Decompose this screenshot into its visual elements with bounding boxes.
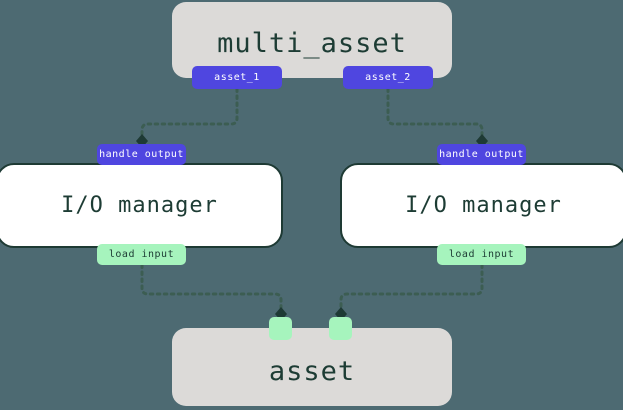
input-handle-handle-output-left[interactable]: handle output [97,144,186,165]
node-io-manager-right-label: I/O manager [405,193,562,218]
input-handle-handle-output-right-label: handle output [439,149,524,160]
input-handle-handle-output-right[interactable]: handle output [437,144,526,165]
output-handle-load-input-left-label: load input [108,249,175,260]
node-asset[interactable]: asset [172,328,452,406]
edge-asset2-to-handle-output-right [386,87,484,142]
node-io-manager-right[interactable]: I/O manager [340,163,623,248]
output-handle-asset-2-label: asset_2 [365,72,411,83]
input-handle-handle-output-left-label: handle output [99,149,184,160]
output-handle-asset-1[interactable]: asset_1 [192,66,282,89]
edge-load-input-left-to-asset [140,263,283,315]
node-asset-label: asset [268,356,356,387]
output-handle-load-input-right-label: load input [448,249,515,260]
node-multi-asset-label: multi_asset [217,28,407,59]
output-handle-asset-1-label: asset_1 [214,72,260,83]
input-handle-asset-1[interactable] [269,317,292,340]
output-handle-load-input-left[interactable]: load input [97,244,186,265]
node-io-manager-left-label: I/O manager [61,193,218,218]
edge-asset1-to-handle-output-left [140,87,239,142]
input-handle-asset-2[interactable] [329,317,352,340]
edge-load-input-right-to-asset [339,263,484,315]
node-io-manager-left[interactable]: I/O manager [0,163,283,248]
output-handle-load-input-right[interactable]: load input [437,244,526,265]
node-multi-asset[interactable]: multi_asset [172,2,452,78]
output-handle-asset-2[interactable]: asset_2 [343,66,433,89]
